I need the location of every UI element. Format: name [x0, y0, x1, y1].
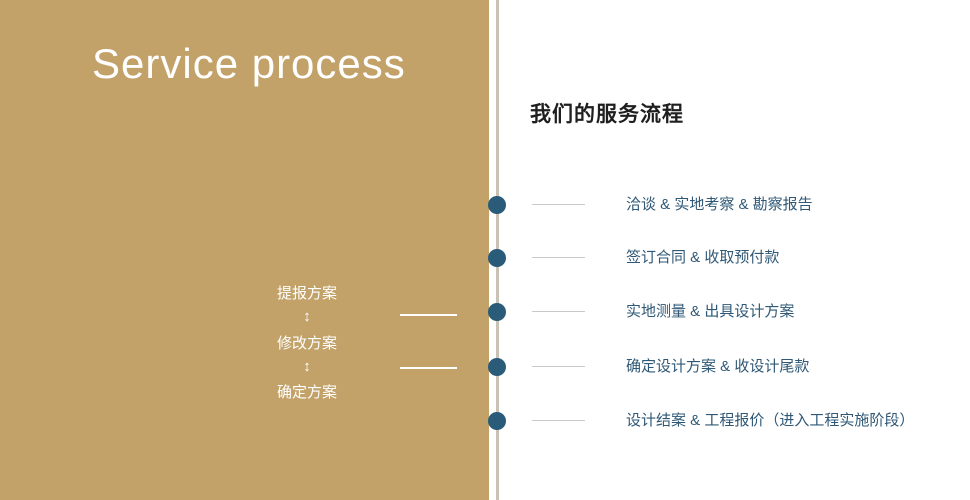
timeline-step-label: 确定设计方案 & 收设计尾款 — [626, 358, 810, 375]
timeline-step-label: 实地测量 & 出具设计方案 — [626, 303, 795, 320]
timeline-step-label: 洽谈 & 实地考察 & 勘察报告 — [626, 196, 813, 213]
timeline-connector — [532, 257, 585, 258]
flow-step-confirm-plan: 确定方案 — [276, 384, 337, 401]
timeline-dot-icon — [488, 249, 506, 267]
timeline-dot-icon — [488, 196, 506, 214]
flow-step-submit-plan: 提报方案 — [276, 285, 337, 302]
timeline-connector — [532, 366, 585, 367]
flow-connector-line-bottom — [400, 367, 457, 369]
timeline-step-label: 设计结案 & 工程报价（进入工程实施阶段） — [626, 412, 915, 429]
timeline-dot-icon — [488, 412, 506, 430]
section-heading: 我们的服务流程 — [530, 103, 684, 126]
timeline-dot-icon — [488, 303, 506, 321]
left-panel: Service process 提报方案 ↕ 修改方案 ↕ 确定方案 — [0, 0, 489, 500]
timeline-connector — [532, 420, 585, 421]
timeline-connector — [532, 311, 585, 312]
timeline-step-label: 签订合同 & 收取预付款 — [626, 249, 780, 266]
service-process-title: Service process — [92, 40, 406, 87]
flow-connector-line-top — [400, 314, 457, 316]
plan-revision-flow: 提报方案 ↕ 修改方案 ↕ 确定方案 — [252, 282, 362, 402]
up-down-arrow-icon: ↕ — [303, 357, 311, 375]
timeline-dot-icon — [488, 358, 506, 376]
timeline-connector — [532, 204, 585, 205]
flow-step-revise-plan: 修改方案 — [276, 334, 337, 352]
up-down-arrow-icon: ↕ — [303, 308, 311, 326]
